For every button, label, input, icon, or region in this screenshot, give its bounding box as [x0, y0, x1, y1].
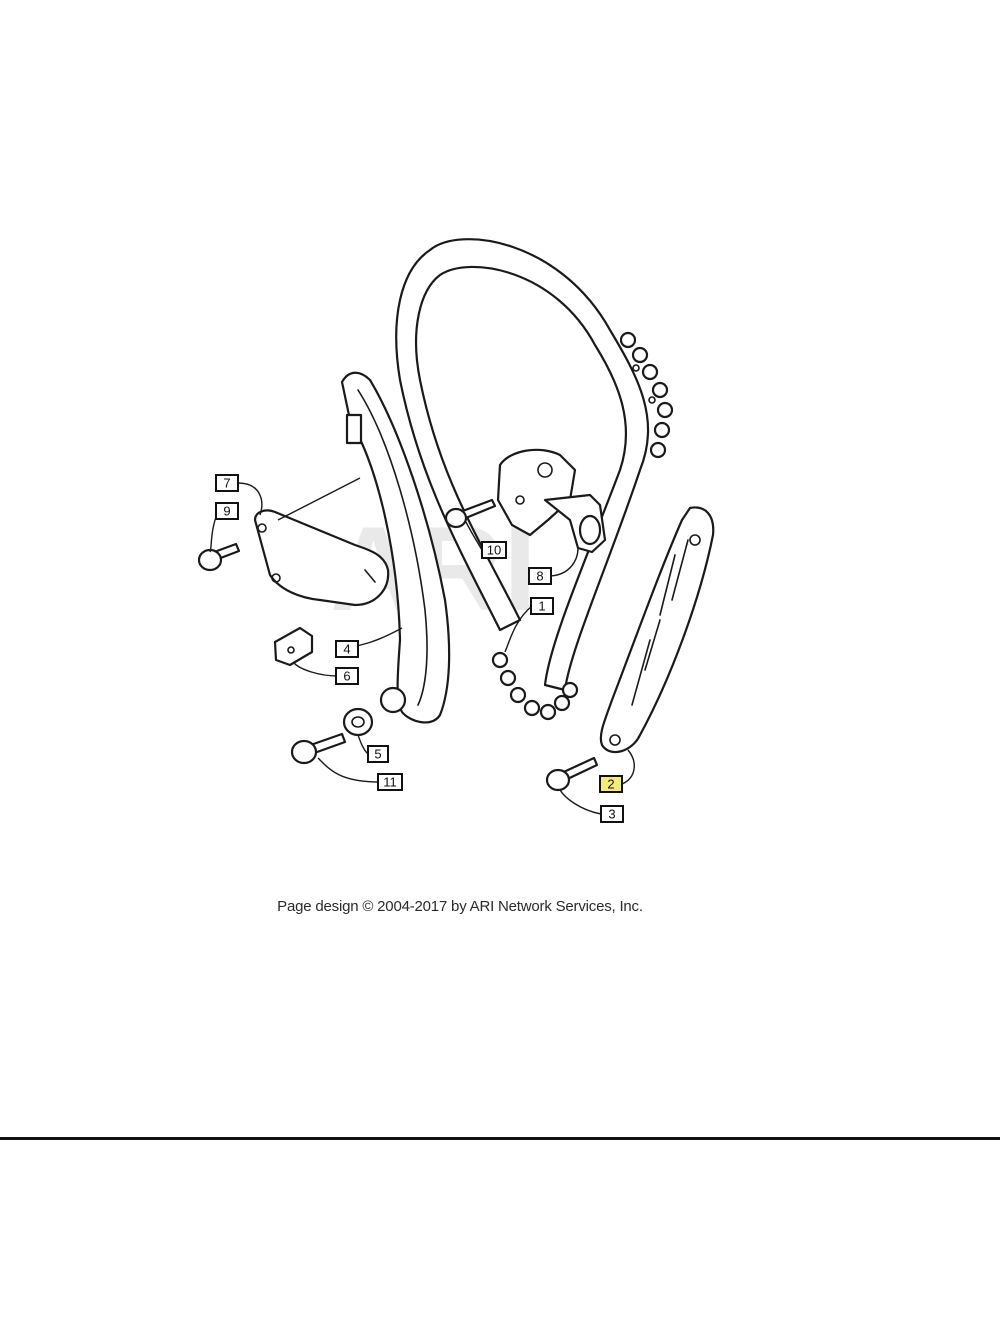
callout-11[interactable]: 11	[377, 773, 403, 791]
svg-text:2: 2	[607, 777, 614, 792]
bracket-bolt	[197, 542, 241, 572]
svg-text:7: 7	[223, 476, 230, 491]
leader-lines	[209, 477, 635, 815]
svg-text:8: 8	[536, 569, 543, 584]
svg-text:5: 5	[374, 747, 381, 762]
timing-chain	[395, 238, 674, 721]
svg-text:11: 11	[383, 775, 397, 790]
svg-text:1: 1	[538, 599, 545, 614]
callout-2[interactable]: 2	[599, 775, 623, 793]
chain-guide-right	[599, 506, 715, 754]
svg-text:3: 3	[608, 807, 615, 822]
chain-tensioner	[496, 448, 607, 554]
callout-8[interactable]: 8	[528, 567, 552, 585]
right-guide-bolt	[545, 756, 599, 792]
chain-links-upper	[619, 331, 674, 459]
svg-text:4: 4	[343, 642, 350, 657]
guide-bracket	[253, 509, 390, 607]
chain-guide-left	[340, 371, 451, 724]
guide-bolt-bushing	[290, 707, 374, 765]
callout-7[interactable]: 7	[215, 474, 239, 492]
callout-10[interactable]: 10	[481, 541, 507, 559]
copyright-footer: Page design © 2004-2017 by ARI Network S…	[277, 898, 643, 915]
svg-text:10: 10	[487, 543, 501, 558]
callout-6[interactable]: 6	[335, 667, 359, 685]
callout-9[interactable]: 9	[215, 502, 239, 520]
callout-5[interactable]: 5	[367, 745, 389, 763]
guide-plate	[273, 626, 314, 667]
callout-1[interactable]: 1	[530, 597, 554, 615]
chain-links-lower	[491, 651, 579, 721]
callout-3[interactable]: 3	[600, 805, 624, 823]
page-divider	[0, 1137, 1000, 1140]
tensioner-bolt	[444, 498, 497, 529]
svg-text:9: 9	[223, 504, 230, 519]
callout-4[interactable]: 4	[335, 640, 359, 658]
svg-text:6: 6	[343, 669, 350, 684]
